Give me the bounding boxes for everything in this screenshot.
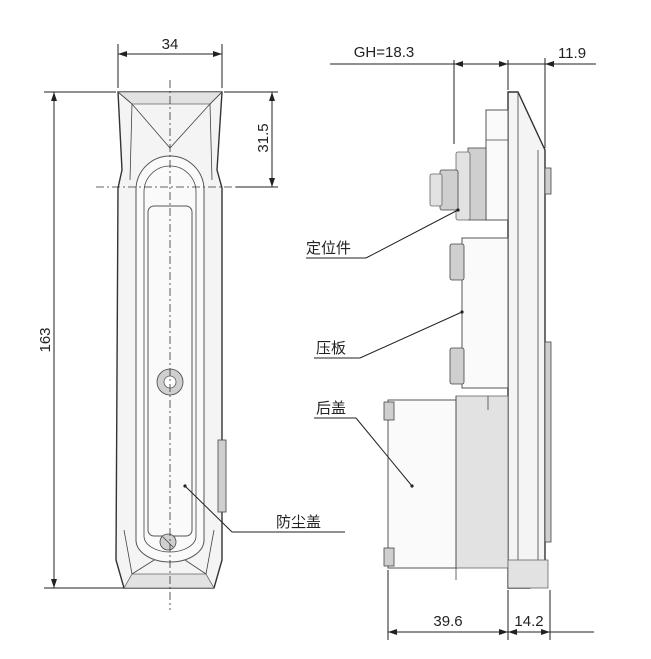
callout-dust-cover: 防尘盖	[184, 485, 345, 533]
front-plate	[507, 91, 546, 589]
depth-front-label: 11.9	[558, 45, 586, 62]
callout-pressure-plate: 压板	[314, 311, 463, 359]
height-label: 163	[37, 327, 54, 352]
callout-locating-part: 定位件	[306, 209, 459, 259]
rear-cover	[383, 395, 509, 580]
dim-gh: GH=18.3	[330, 44, 509, 144]
rear-cover-box	[387, 399, 459, 569]
upper-offset-label: 31.5	[255, 123, 272, 152]
rear-depth-label: 39.6	[433, 613, 462, 630]
gh-label: GH=18.3	[354, 44, 414, 61]
locating-part-label: 定位件	[306, 239, 351, 257]
dim-height: 163	[37, 91, 124, 589]
dim-depth-front: 11.9	[508, 45, 596, 148]
dim-width: 34	[117, 36, 223, 88]
dim-upper-offset: 31.5	[224, 91, 278, 188]
bottom-bevel	[123, 573, 215, 589]
base-depth-label: 14.2	[514, 613, 543, 630]
side-tab	[217, 439, 227, 513]
width-label: 34	[162, 36, 179, 53]
side-view	[383, 91, 552, 589]
locating-part	[429, 147, 487, 221]
rear-cover-label: 后盖	[316, 399, 346, 417]
callout-rear-cover: 后盖	[314, 399, 413, 487]
dim-bottom: 39.6 14.2	[387, 570, 594, 640]
front-view	[96, 80, 240, 610]
dust-cover-label: 防尘盖	[276, 513, 321, 531]
pressure-plate-label: 压板	[316, 339, 346, 357]
pressure-plate	[461, 237, 509, 389]
mount-block	[485, 109, 509, 221]
